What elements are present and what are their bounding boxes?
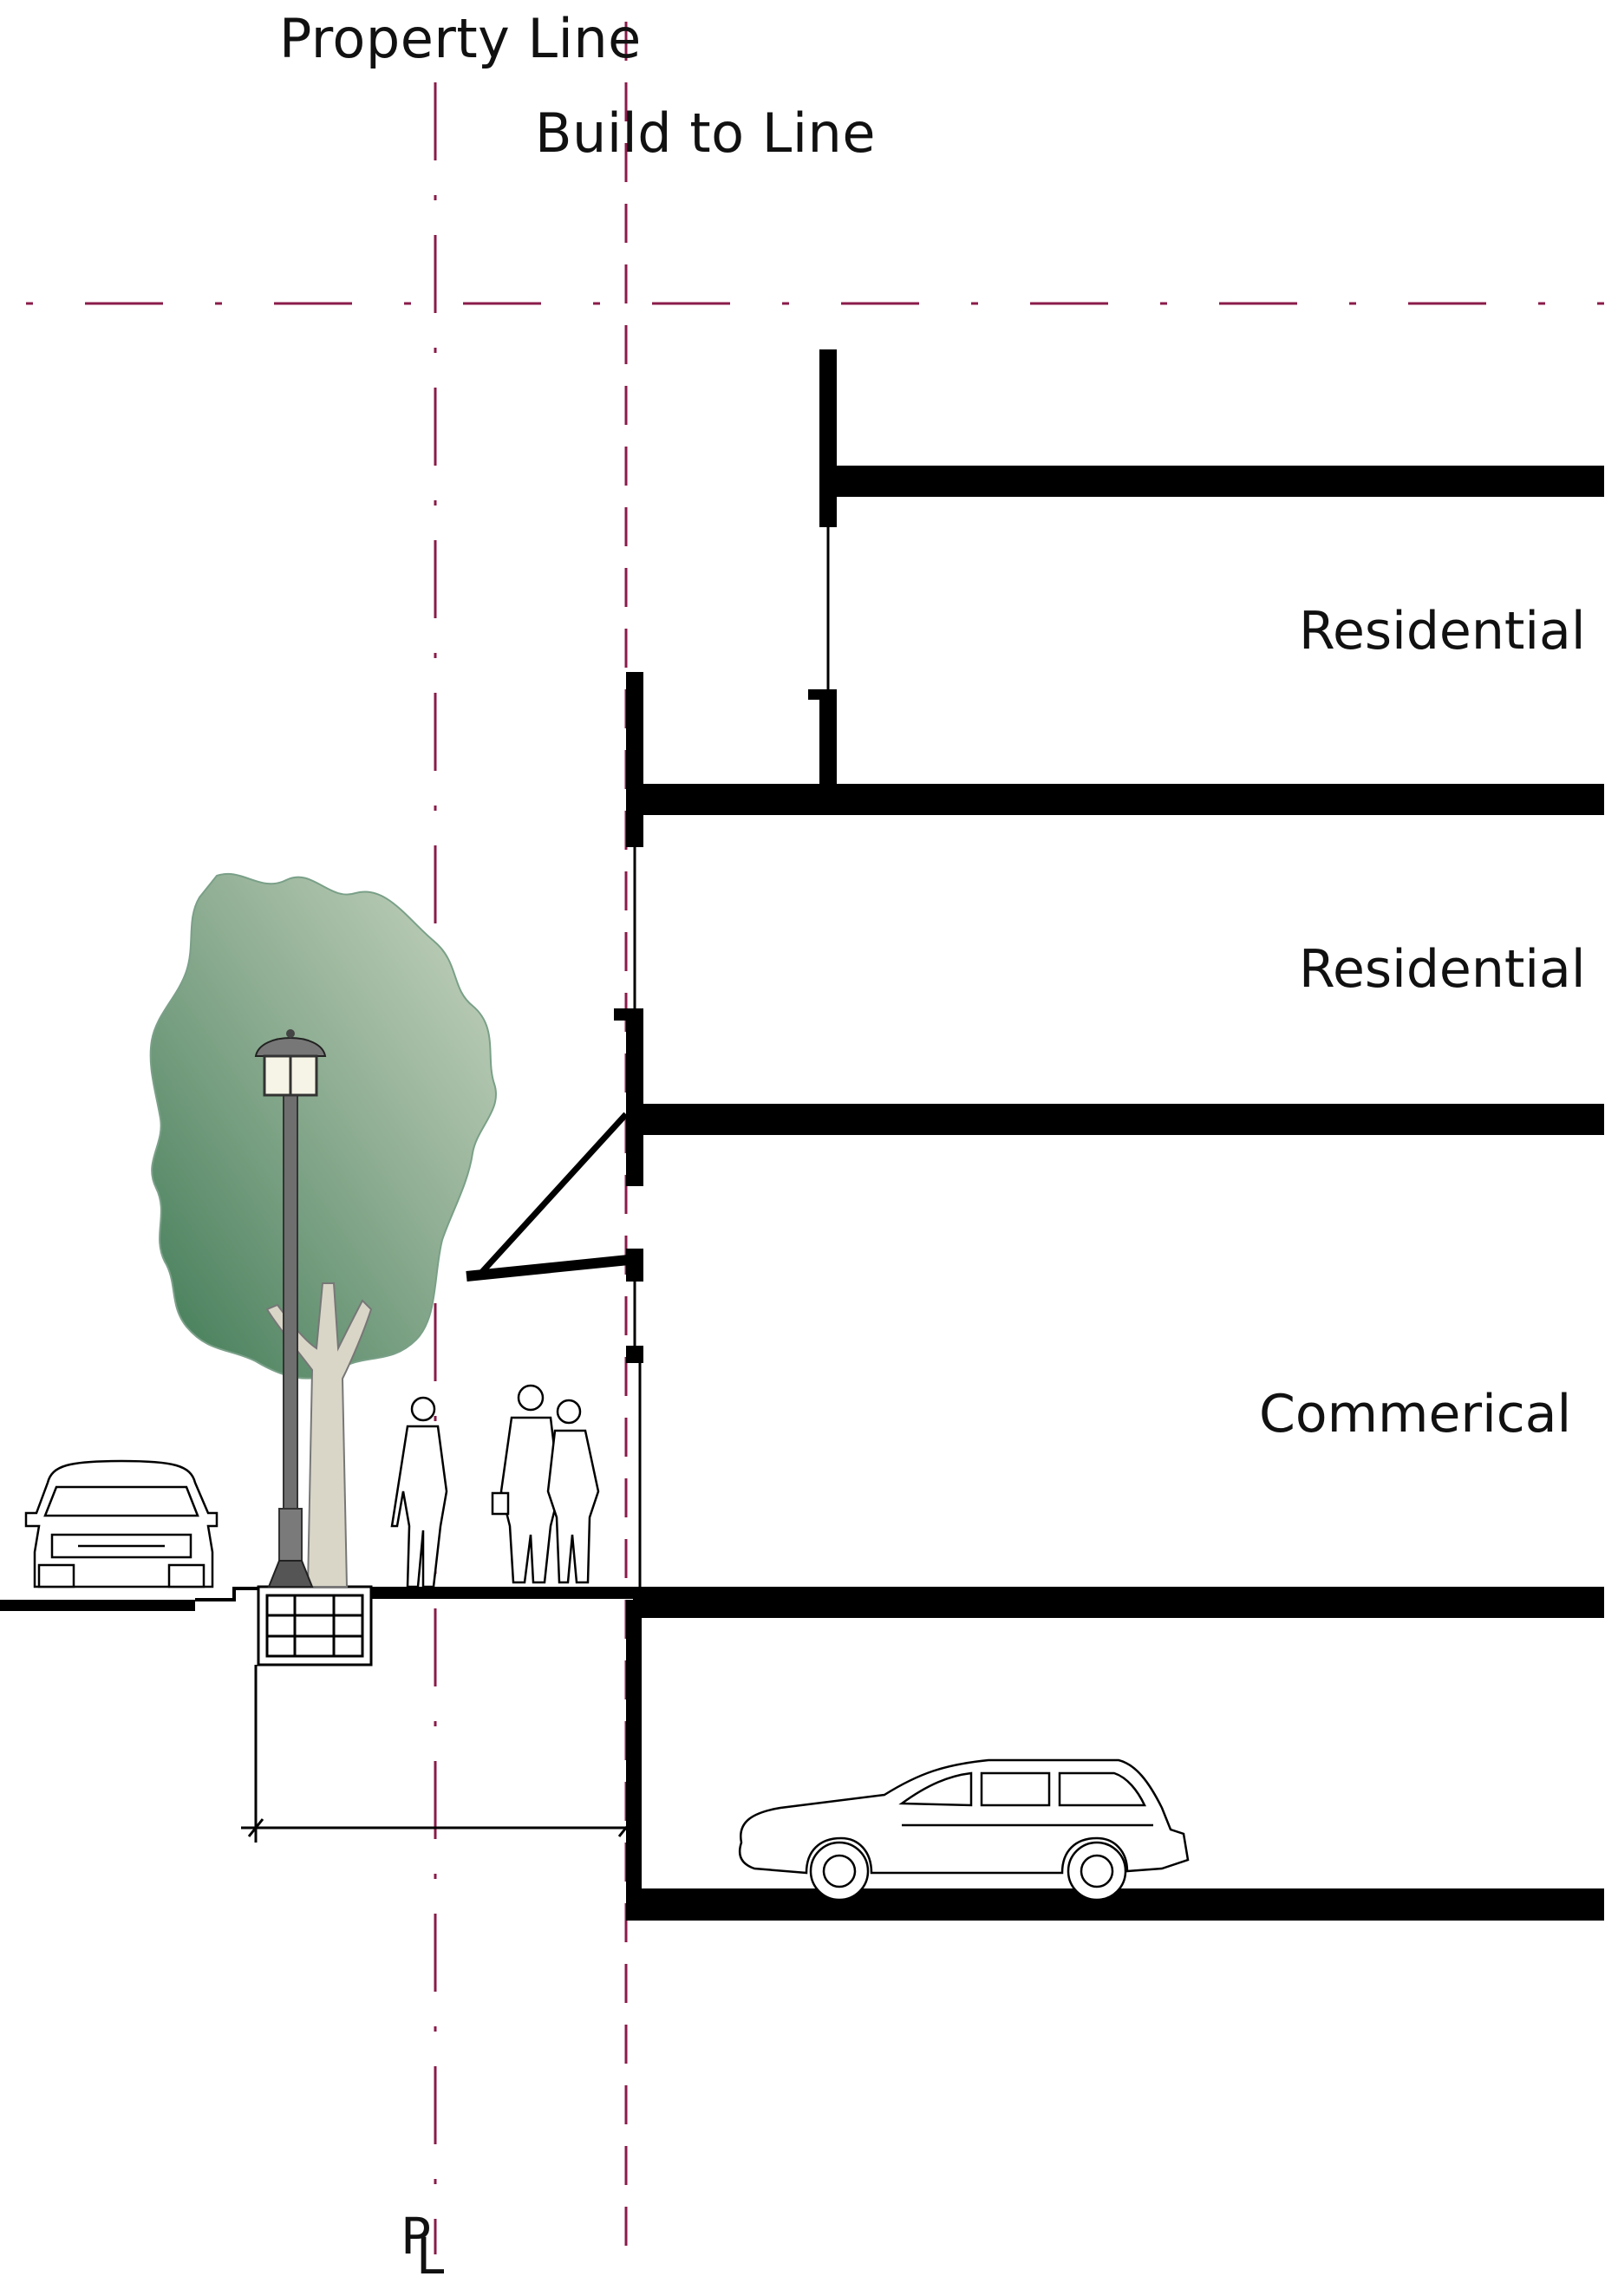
ground-floor-use-label: Commerical (1259, 1384, 1572, 1445)
middle-floor-use-label: Residential (1299, 939, 1586, 1000)
roof-slab (825, 466, 1604, 497)
pedestrian-couple-icon (491, 1384, 600, 1584)
awning (466, 1254, 638, 1282)
pl-marker-p: P (401, 2207, 431, 2266)
upper-floor-use-label: Residential (1299, 601, 1586, 662)
second-floor-slab (633, 1104, 1604, 1135)
street-lamp-icon (254, 1029, 327, 1588)
tree-trunk (265, 1282, 373, 1588)
sidewalk (371, 1587, 640, 1599)
parked-suv-icon (24, 1459, 219, 1588)
basement-wall (626, 1600, 642, 1921)
build-to-line-label: Build to Line (535, 101, 877, 165)
street-surface (0, 1600, 195, 1611)
awning-strut (479, 1112, 629, 1275)
front-wall-upper (626, 672, 643, 847)
garage-car-icon (738, 1758, 1190, 1901)
upper-stepback-wall (819, 349, 837, 527)
setback-dimension (241, 1665, 635, 1843)
third-floor-slab (633, 784, 1604, 815)
ground-floor-slab (633, 1587, 1604, 1618)
tree-icon (149, 873, 497, 1588)
tree-grate-icon (257, 1585, 373, 1667)
pl-marker-l: L (416, 2227, 445, 2286)
property-line-label: Property Line (279, 7, 642, 70)
pedestrian-icon (390, 1396, 448, 1588)
building-structure (0, 349, 1604, 1921)
